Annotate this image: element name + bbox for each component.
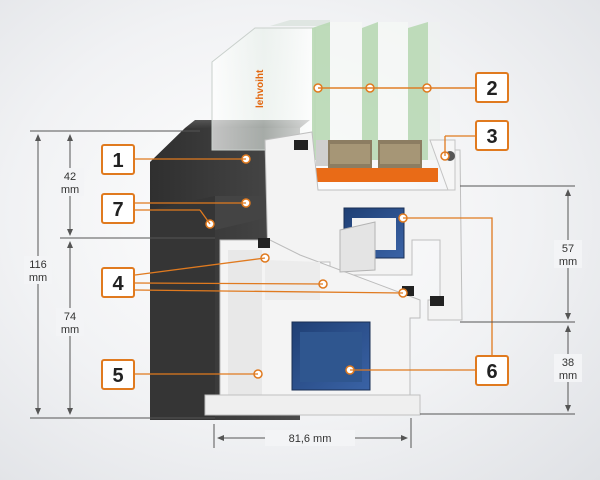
dimension-116: 116 mm <box>29 259 47 284</box>
callout-2-label: 2 <box>486 78 497 100</box>
dimension-74: 74 mm <box>61 311 79 336</box>
leader-lines <box>134 87 493 375</box>
callout-5-label: 5 <box>112 365 123 387</box>
brand-logo: lehvoiht <box>255 69 266 108</box>
dim-42-value: 42 <box>64 171 76 183</box>
dim-42-unit: mm <box>61 184 79 196</box>
dim-74-value: 74 <box>64 311 76 323</box>
seals <box>258 140 444 306</box>
dimension-42: 42 mm <box>61 171 79 196</box>
callout-3: 3 <box>475 120 509 151</box>
callout-2: 2 <box>475 72 509 103</box>
callout-4-label: 4 <box>112 273 124 295</box>
callout-1-label: 1 <box>112 150 123 172</box>
brand-logo-text: lehvoiht <box>255 69 266 108</box>
dim-57-unit: mm <box>559 256 577 268</box>
callout-3-label: 3 <box>486 126 497 148</box>
callout-7-label: 7 <box>112 199 123 221</box>
dim-57-value: 57 <box>562 243 574 255</box>
dimension-arrows <box>35 134 571 441</box>
dim-116-value: 116 <box>29 259 47 271</box>
callout-6: 6 <box>475 355 509 386</box>
dimension-label-bg <box>24 168 582 446</box>
callout-7: 7 <box>101 193 135 224</box>
dim-38-value: 38 <box>562 357 574 369</box>
steel-reinforcement <box>291 207 405 391</box>
dim-74-unit: mm <box>61 324 79 336</box>
callout-4: 4 <box>101 267 135 298</box>
dimension-57: 57 mm <box>559 243 577 268</box>
dim-116-unit: mm <box>29 272 47 284</box>
dimension-38: 38 mm <box>559 357 577 382</box>
dim-38-unit: mm <box>559 370 577 382</box>
callout-5: 5 <box>101 359 135 390</box>
callout-6-label: 6 <box>486 361 497 383</box>
dim-width-label: 81,6 mm <box>289 433 332 445</box>
callout-1: 1 <box>101 144 135 175</box>
glazing-gasket <box>314 168 438 182</box>
